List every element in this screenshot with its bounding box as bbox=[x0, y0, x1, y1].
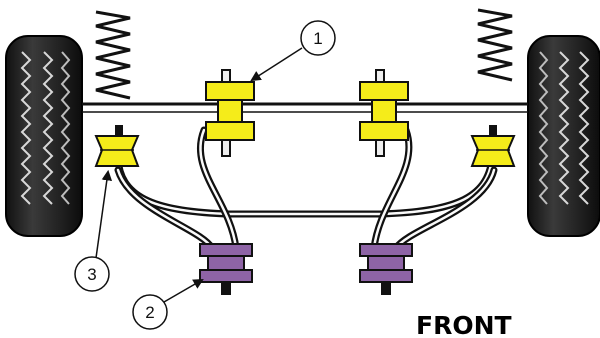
callout-2: 2 bbox=[132, 278, 204, 330]
upper-bush-left bbox=[205, 69, 255, 157]
left-coil-spring bbox=[95, 10, 131, 100]
front-label: FRONT bbox=[416, 311, 512, 338]
callout-3: 3 bbox=[74, 169, 113, 292]
right-wheel bbox=[527, 35, 600, 237]
callout-3-label: 3 bbox=[87, 265, 96, 284]
left-wheel bbox=[5, 35, 83, 237]
lower-bush-right bbox=[359, 243, 413, 295]
lower-bush-left bbox=[199, 243, 253, 295]
callout-1: 1 bbox=[250, 20, 336, 82]
callout-2-label: 2 bbox=[145, 303, 154, 322]
callout-1-label: 1 bbox=[313, 29, 322, 48]
subframe bbox=[82, 102, 528, 113]
arb-bush-right bbox=[470, 125, 516, 167]
right-coil-spring bbox=[477, 8, 513, 82]
upper-bush-right bbox=[359, 69, 409, 157]
drop-links bbox=[114, 126, 498, 252]
arb-bush-left bbox=[94, 125, 140, 167]
anti-roll-bar bbox=[114, 154, 496, 218]
